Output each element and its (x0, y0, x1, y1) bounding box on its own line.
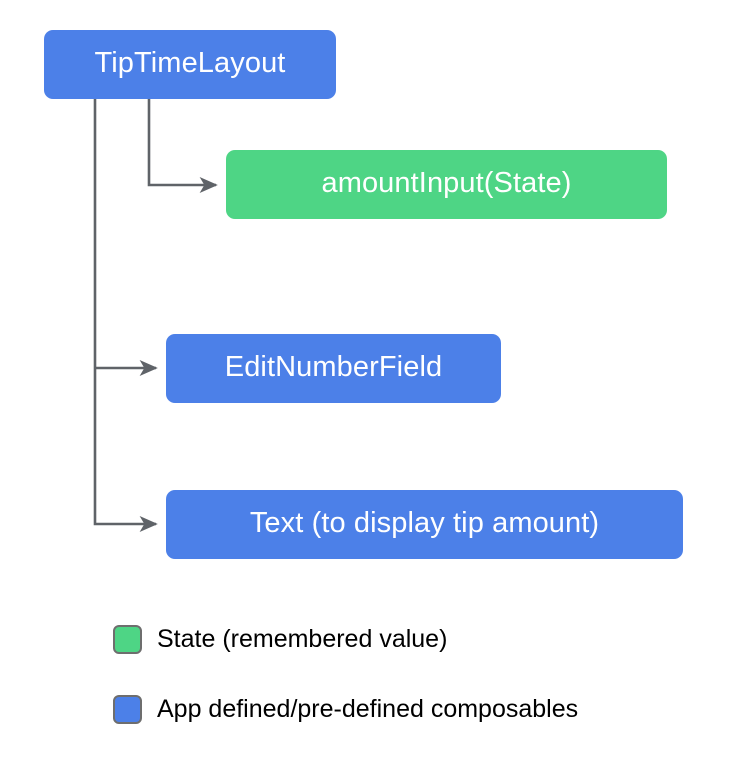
legend-label-composables: App defined/pre-defined composables (157, 694, 579, 723)
legend-swatch-composable-icon (113, 694, 142, 724)
node-editnumberfield[interactable]: EditNumberField (166, 334, 501, 403)
node-text[interactable]: Text (to display tip amount) (166, 490, 683, 559)
node-amountinput[interactable]: amountInput(State) (226, 150, 667, 219)
legend: State (remembered value) App defined/pre… (113, 622, 578, 726)
legend-item-state: State (remembered value) (113, 622, 578, 656)
edge-trunk-tiptimelayout (93, 99, 158, 533)
legend-swatch-state-icon (113, 624, 142, 654)
legend-item-composables: App defined/pre-defined composables (113, 692, 578, 726)
node-editnumberfield-label: EditNumberField (224, 351, 443, 383)
node-tiptimelayout-label: TipTimeLayout (94, 47, 286, 79)
node-text-label: Text (to display tip amount) (249, 507, 600, 539)
edge-tiptimelayout-to-amountinput (147, 99, 218, 194)
legend-label-state: State (remembered value) (157, 624, 448, 653)
node-amountinput-label: amountInput(State) (321, 167, 572, 199)
node-tiptimelayout[interactable]: TipTimeLayout (44, 30, 336, 99)
